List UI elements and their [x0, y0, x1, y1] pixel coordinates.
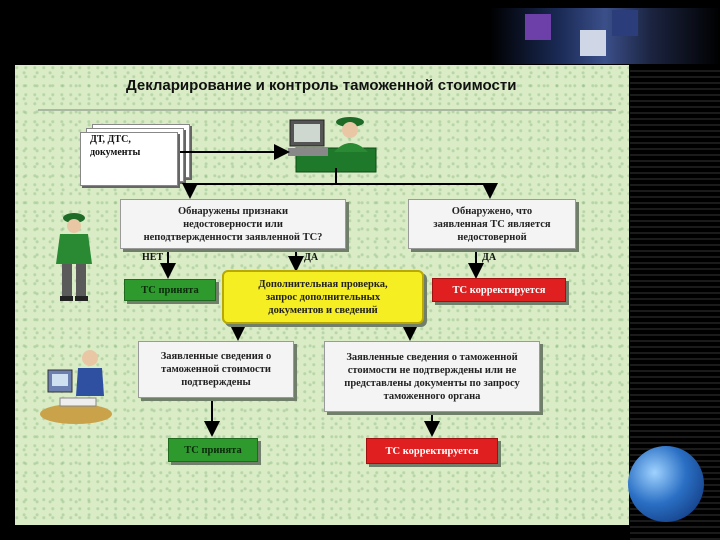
- box-not-confirmed: Заявленные сведения о таможенной стоимос…: [324, 341, 540, 412]
- customs-officer-icon: [56, 213, 92, 301]
- box-confirmed: Заявленные сведения о таможенной стоимос…: [138, 341, 294, 398]
- document-sheet: [80, 132, 178, 186]
- box-detected-unreliable: Обнаружено, что заявленная ТС является н…: [408, 199, 576, 249]
- status-accepted-bottom: ТС принята: [168, 438, 258, 462]
- label-no: НЕТ: [142, 252, 164, 263]
- decor-square: [580, 30, 606, 56]
- clerk-with-documents-icon: [40, 350, 112, 424]
- decor-square: [612, 10, 638, 36]
- label-yes: ДА: [304, 252, 319, 263]
- decor-square: [525, 14, 551, 40]
- documents-label: ДТ, ДТС, документы: [90, 134, 141, 158]
- status-accepted-top: ТС принята: [124, 279, 216, 301]
- label-yes: ДА: [482, 252, 497, 263]
- diagram-title: Декларирование и контроль таможенной сто…: [126, 77, 517, 94]
- status-corrected-top: ТС корректируется: [432, 278, 566, 302]
- globe-icon: [628, 446, 704, 522]
- question-box-detected-signs: Обнаружены признаки недостоверности или …: [120, 199, 346, 249]
- status-corrected-bottom: ТС корректируется: [366, 438, 498, 464]
- title-underline: [38, 109, 616, 111]
- additional-check-box: Дополнительная проверка, запрос дополнит…: [222, 270, 424, 324]
